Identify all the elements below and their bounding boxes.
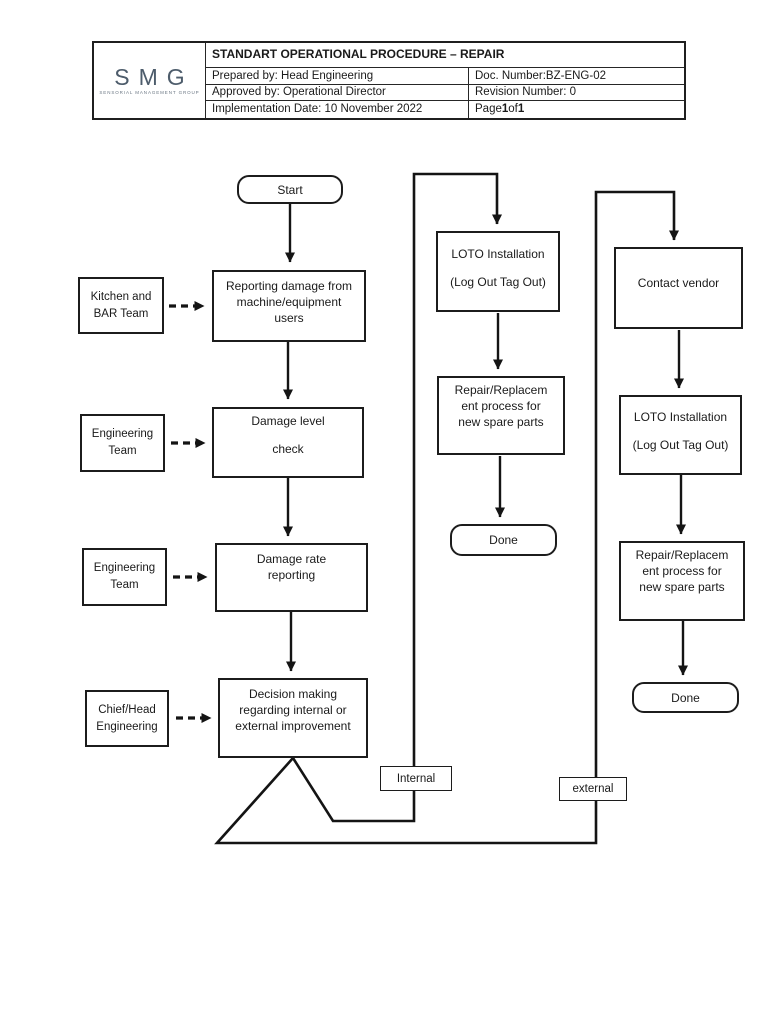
page-prefix: Page	[475, 103, 502, 116]
node-loto-installation-internal: LOTO Installation (Log Out Tag Out)	[436, 231, 560, 312]
node-done-internal: Done	[450, 524, 557, 556]
node-damage-level-check: Damage level check	[212, 407, 364, 478]
node-reporting-damage: Reporting damage from machine/equipment …	[212, 270, 366, 342]
node-start: Start	[237, 175, 343, 204]
actor-engineering-team-1: Engineering Team	[80, 414, 165, 472]
prepared-by-cell: Prepared by: Head Engineering	[206, 68, 469, 85]
node-repair-replacement-internal: Repair/Replacem ent process for new spar…	[437, 376, 565, 455]
node-decision-making: Decision making regarding internal or ex…	[218, 678, 368, 758]
node-contact-vendor: Contact vendor	[614, 247, 743, 329]
node-loto-installation-external: LOTO Installation (Log Out Tag Out)	[619, 395, 742, 475]
company-logo: SMG SENSORIAL MANAGEMENT GROUP	[94, 43, 206, 118]
branch-label-external: external	[559, 777, 627, 801]
node-done-external: Done	[632, 682, 739, 713]
node-repair-replacement-external: Repair/Replacem ent process for new spar…	[619, 541, 745, 621]
document-title: STANDART OPERATIONAL PROCEDURE – REPAIR	[206, 43, 684, 68]
doc-number-cell: Doc. Number:BZ-ENG-02	[469, 68, 684, 85]
page-number: 1	[501, 103, 509, 116]
page-total: 1	[517, 103, 525, 116]
actor-kitchen-bar-team: Kitchen and BAR Team	[78, 277, 164, 334]
node-damage-rate-reporting: Damage rate reporting	[215, 543, 368, 612]
logo-text: SMG	[114, 63, 194, 90]
actor-chief-head-engineering: Chief/Head Engineering	[85, 690, 169, 747]
actor-engineering-team-2: Engineering Team	[82, 548, 167, 606]
implementation-date-cell: Implementation Date: 10 November 2022	[206, 101, 469, 118]
page-of: of	[508, 103, 518, 116]
revision-cell: Revision Number: 0	[469, 85, 684, 101]
logo-subtext: SENSORIAL MANAGEMENT GROUP	[99, 90, 200, 96]
header-table: SMG SENSORIAL MANAGEMENT GROUP STANDART …	[92, 41, 686, 120]
approved-by-cell: Approved by: Operational Director	[206, 85, 469, 101]
branch-label-internal: Internal	[380, 766, 452, 791]
page-number-cell: Page 1 of 1	[469, 101, 684, 118]
